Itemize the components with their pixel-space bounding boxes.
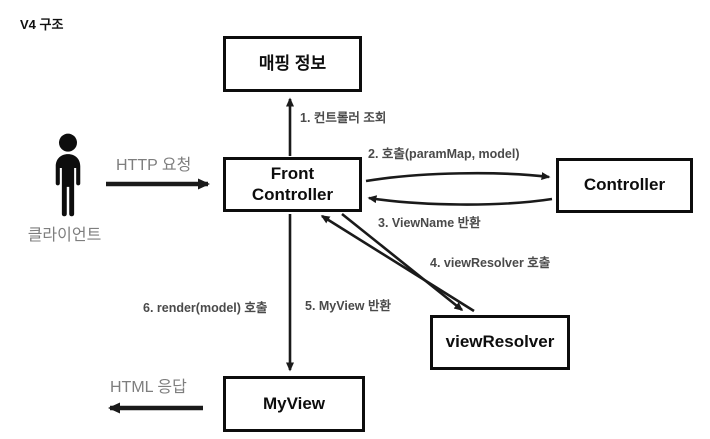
node-my-view: MyView (223, 376, 365, 432)
edge-label-http-request: HTTP 요청 (116, 157, 192, 174)
node-mapping-info: 매핑 정보 (223, 36, 362, 92)
node-front-controller-label: Front Controller (251, 164, 334, 204)
node-view-resolver-label: viewResolver (445, 332, 555, 352)
edge-label-step4: 4. viewResolver 호출 (430, 256, 551, 270)
arrow-step4-call (341, 212, 464, 312)
node-my-view-label: MyView (262, 393, 326, 413)
person-icon (55, 133, 81, 217)
node-front-controller: Front Controller (223, 157, 362, 212)
edge-label-step2: 2. 호출(paramMap, model) (368, 147, 520, 161)
edge-label-step5: 5. MyView 반환 (305, 299, 391, 313)
client-label: 클라이언트 (27, 227, 102, 244)
client-person-icon (42, 132, 94, 222)
node-controller-label: Controller (583, 175, 666, 195)
arrow-step5-return (320, 214, 475, 313)
arrow-step2-call (365, 171, 551, 183)
edge-label-step3: 3. ViewName 반환 (378, 216, 481, 230)
node-controller: Controller (556, 158, 693, 213)
arrow-step3-return (367, 195, 553, 206)
diagram-title: V4 구조 (20, 17, 64, 32)
edge-label-step6: 6. render(model) 호출 (143, 301, 268, 315)
edge-label-html-response: HTML 응답 (110, 379, 187, 396)
edge-label-step1: 1. 컨트롤러 조회 (300, 111, 387, 125)
node-view-resolver: viewResolver (430, 315, 570, 370)
node-mapping-info-label: 매핑 정보 (258, 53, 327, 73)
